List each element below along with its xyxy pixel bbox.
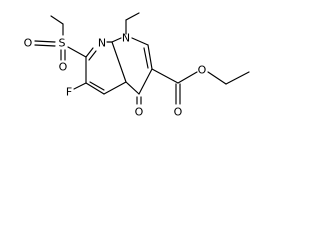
bond-c4a-c8a bbox=[111, 41, 127, 83]
bond-ethyl-ch3 bbox=[125, 12, 140, 21]
bond-s-o-left bbox=[34, 40, 56, 43]
bond-c2-c3 bbox=[147, 44, 153, 70]
bond-n8-c7-inner bbox=[88, 50, 97, 61]
atom-sulfur: S bbox=[59, 37, 66, 50]
bond-s-o-left-2 bbox=[34, 44, 56, 47]
bond-c2-c3-inner bbox=[143, 47, 149, 69]
bond-c3-c4 bbox=[138, 68, 153, 95]
bond-n1-c8a bbox=[111, 37, 122, 43]
bond-ester-ethyl-ch3 bbox=[225, 71, 250, 85]
atom-o-ester-carbonyl: O bbox=[174, 106, 183, 119]
atom-n-ring-left: N bbox=[98, 37, 106, 50]
atom-o-sulfonyl-left: O bbox=[24, 37, 33, 50]
bond-c4-c4a bbox=[125, 81, 140, 95]
bond-ethyl-ch2-ch3 bbox=[50, 15, 64, 25]
chemical-structure: N N S O O F O O O bbox=[24, 12, 250, 119]
bond-c6-c5-inner bbox=[89, 81, 105, 91]
bond-c6-f bbox=[73, 82, 87, 90]
bond-c6-c5 bbox=[85, 82, 105, 95]
atom-o-ester-ether: O bbox=[198, 64, 207, 77]
bond-n8-c7 bbox=[85, 47, 94, 58]
atom-n-ring-top: N bbox=[122, 32, 130, 45]
bond-n1-c2 bbox=[131, 37, 149, 46]
bond-o-ether-ch2 bbox=[207, 71, 227, 85]
bond-c3-c-ester bbox=[151, 68, 179, 84]
bond-c7-s bbox=[67, 46, 87, 58]
atom-fluorine: F bbox=[66, 86, 72, 99]
atom-o-sulfonyl-bottom: O bbox=[59, 61, 68, 74]
atom-o-ketone: O bbox=[135, 106, 144, 119]
bond-c-ester-o-ether bbox=[177, 71, 198, 84]
bond-c5-c4a bbox=[103, 81, 127, 95]
